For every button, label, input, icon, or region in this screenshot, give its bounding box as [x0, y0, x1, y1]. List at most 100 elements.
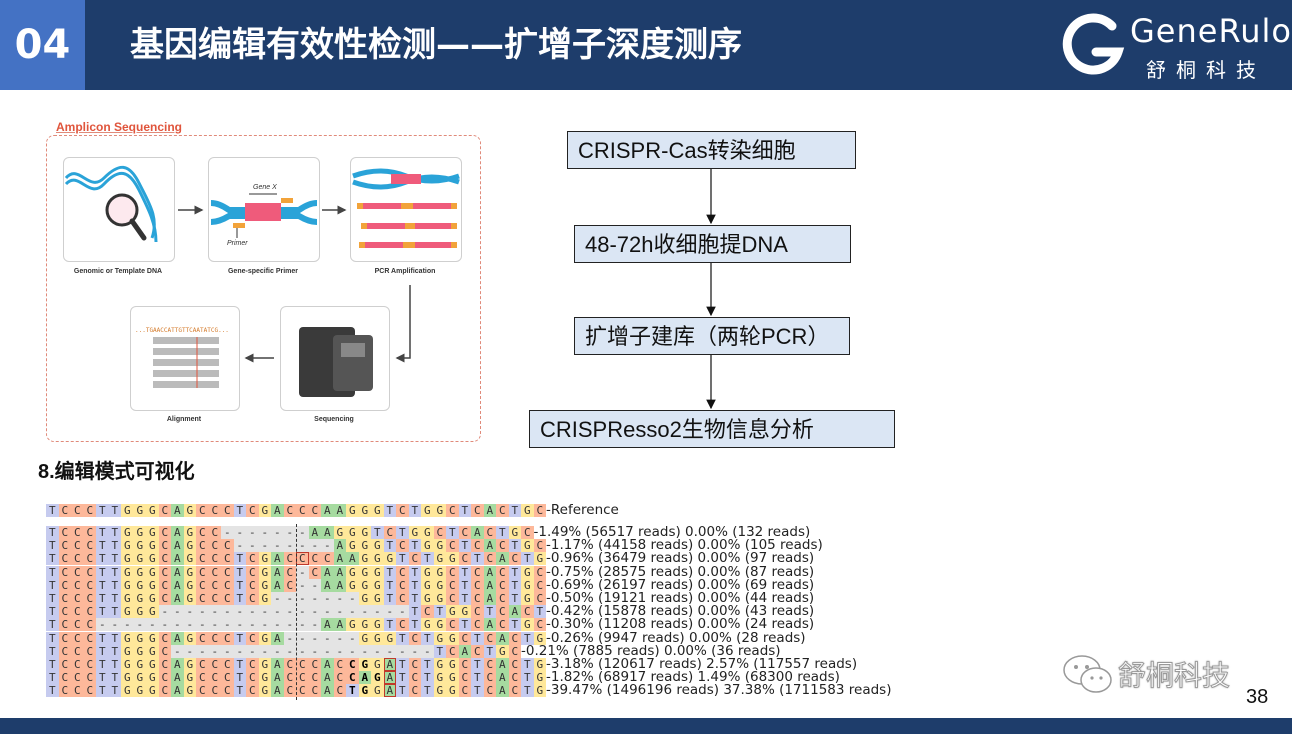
base-cell: T	[96, 605, 109, 619]
base-cell: C	[408, 631, 421, 645]
base-cell: G	[346, 578, 359, 592]
logo-name: GeneRulor	[1130, 12, 1292, 50]
base-cell: G	[146, 504, 159, 517]
allele-frequency-label: -0.75% (28575 reads) 0.00% (87 reads)	[546, 563, 815, 580]
base-cell: A	[483, 565, 496, 579]
base-cell: -	[296, 605, 309, 619]
base-cell: C	[496, 565, 509, 579]
allele-frequency-label: -1.82% (68917 reads) 1.49% (68300 reads)	[546, 669, 840, 686]
base-cell: C	[421, 605, 434, 619]
base-cell: G	[133, 605, 146, 619]
base-cell: A	[483, 618, 496, 632]
cut-site-line	[295, 524, 297, 700]
base-cell: C	[508, 658, 521, 671]
base-cell: C	[208, 684, 221, 698]
base-cell: C	[433, 526, 446, 539]
base-cell: G	[146, 605, 159, 619]
base-cell: -	[408, 644, 421, 658]
base-cell: A	[321, 526, 334, 539]
allele-frequency-label: -39.47% (1496196 reads) 37.38% (1711583 …	[546, 682, 892, 699]
base-cell: -	[246, 605, 259, 619]
base-cell: G	[358, 658, 371, 671]
base-cell: -	[346, 605, 359, 619]
base-cell: C	[71, 644, 84, 658]
base-cell: G	[433, 684, 446, 698]
base-cell: -	[233, 539, 246, 553]
base-cell: C	[196, 539, 209, 553]
base-cell: T	[46, 578, 59, 592]
base-cell: -	[171, 605, 184, 619]
allele-frequency-label: -0.42% (15878 reads) 0.00% (43 reads)	[546, 603, 815, 620]
base-cell: C	[158, 592, 171, 605]
base-cell: G	[421, 526, 434, 539]
base-cell: G	[446, 631, 459, 645]
watermark-text: 舒桐科技	[1117, 659, 1231, 693]
base-cell: C	[208, 552, 221, 566]
base-cell: A	[321, 684, 334, 698]
base-cell: C	[283, 684, 296, 698]
base-cell: G	[133, 552, 146, 566]
base-cell: G	[521, 504, 534, 517]
base-cell: G	[121, 552, 134, 566]
base-cell: G	[433, 671, 446, 685]
base-cell: G	[121, 539, 134, 553]
base-cell: C	[58, 592, 71, 605]
base-cell: T	[458, 504, 471, 517]
base-cell: G	[183, 592, 196, 605]
base-cell: C	[71, 618, 84, 632]
base-cell: T	[233, 578, 246, 592]
base-cell: C	[533, 539, 546, 553]
base-cell: T	[396, 631, 409, 645]
base-cell: C	[71, 631, 84, 645]
base-cell: C	[508, 631, 521, 645]
base-cell: T	[233, 631, 246, 645]
base-cell: A	[171, 504, 184, 517]
base-cell: C	[83, 605, 96, 619]
base-cell: G	[133, 684, 146, 698]
base-cell: -	[296, 539, 309, 553]
base-cell: C	[283, 552, 296, 566]
base-cell: C	[471, 565, 484, 579]
base-cell: T	[408, 504, 421, 517]
base-cell: G	[358, 504, 371, 517]
base-cell: G	[146, 684, 159, 698]
base-cell: A	[471, 526, 484, 539]
base-cell: T	[396, 671, 409, 685]
base-cell: G	[383, 631, 396, 645]
base-cell: T	[383, 618, 396, 632]
base-cell: C	[71, 539, 84, 553]
base-cell: C	[71, 684, 84, 698]
base-cell: G	[183, 578, 196, 592]
base-cell: T	[408, 578, 421, 592]
allele-frequency-label: -0.69% (26197 reads) 0.00% (69 reads)	[546, 576, 815, 593]
base-cell: C	[533, 578, 546, 592]
flow-step-transfection: CRISPR-Cas转染细胞	[567, 131, 856, 169]
base-cell: C	[83, 592, 96, 605]
base-cell: T	[96, 578, 109, 592]
base-cell: C	[296, 671, 309, 685]
base-cell: G	[358, 539, 371, 553]
base-cell: A	[358, 671, 371, 685]
base-cell: C	[208, 526, 221, 539]
base-cell: G	[371, 684, 384, 698]
base-cell: C	[483, 552, 496, 566]
base-cell: T	[346, 684, 359, 698]
base-cell: A	[171, 631, 184, 645]
base-cell: T	[46, 592, 59, 605]
base-cell: T	[108, 539, 121, 553]
base-cell: C	[58, 526, 71, 539]
gene-x-label: Gene X	[253, 184, 277, 191]
base-cell: T	[46, 565, 59, 579]
allele-frequency-label: -1.17% (44158 reads) 0.00% (105 reads)	[546, 537, 823, 554]
alignment-sequence: ...TGAACCATTGTTCAATATCG...	[135, 327, 229, 334]
base-cell: G	[521, 592, 534, 605]
base-cell: C	[296, 552, 309, 566]
base-cell: T	[421, 631, 434, 645]
base-cell: T	[471, 684, 484, 698]
base-cell: A	[383, 684, 396, 698]
base-cell: C	[471, 592, 484, 605]
base-cell: -	[283, 526, 296, 539]
base-cell: -	[271, 605, 284, 619]
base-cell: G	[371, 552, 384, 566]
base-cell: C	[471, 618, 484, 632]
